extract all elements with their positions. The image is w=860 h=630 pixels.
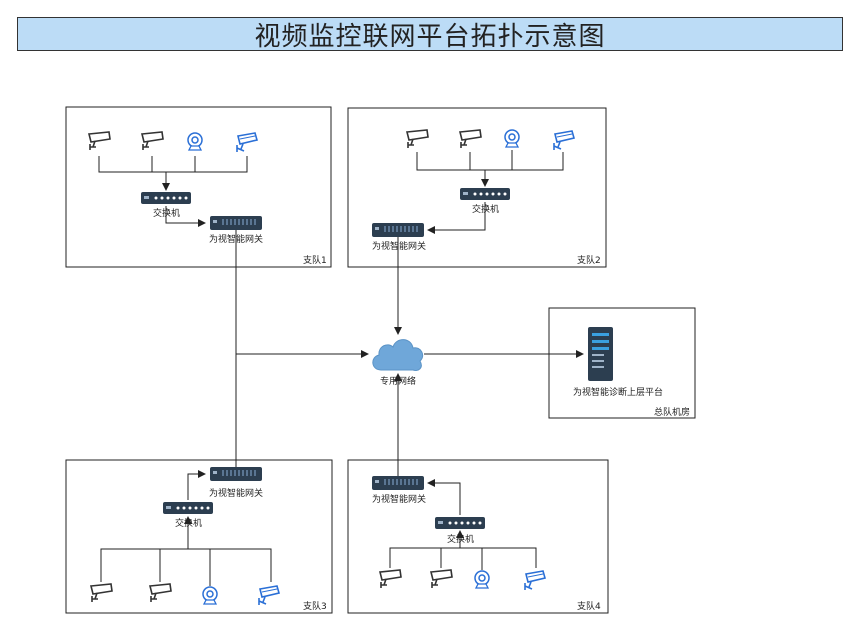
bullet-camera-icon [90,583,113,603]
gateway-icon [372,223,424,237]
backbone-links [235,230,584,476]
squad-4-box [347,459,609,614]
squad-2-box [347,107,607,268]
ptz-camera-icon [258,585,280,606]
gateway-label: 为视智能网关 [372,240,426,252]
webcam-icon [504,129,520,148]
squad-4-name: 支队4 [577,600,601,612]
bullet-camera-icon [459,129,482,149]
cloud-icon [372,339,424,371]
gateway-icon [372,476,424,490]
squad-1-devices: 交换机 为视智能网关 [88,131,263,245]
title-bar: 视频监控联网平台拓扑示意图 [17,17,843,52]
switch-label: 交换机 [472,203,499,215]
ptz-camera-icon [524,570,546,591]
ptz-camera-icon [236,132,258,153]
switch-icon [460,188,510,200]
bullet-camera-icon [430,569,453,589]
squad-4-devices: 交换机 为视智能网关 [372,476,546,591]
squad-1-name: 支队1 [303,254,327,266]
squad-1-box [65,106,332,268]
bullet-camera-icon [141,131,164,151]
gateway-label: 为视智能网关 [209,487,263,499]
switch-label: 交换机 [175,517,202,529]
gateway-icon [210,216,262,230]
squad-2-name: 支队2 [577,254,601,266]
webcam-icon [202,586,218,605]
ptz-camera-icon [553,130,575,151]
switch-label: 交换机 [153,207,180,219]
squad-3-devices: 交换机 为视智能网关 [90,467,280,606]
server-icon [588,327,613,381]
hq-name: 总队机房 [654,406,690,418]
server-label: 为视智能诊断上层平台 [573,386,663,398]
bullet-camera-icon [379,569,402,589]
bullet-camera-icon [88,131,111,151]
gateway-icon [210,467,262,481]
squad-2-devices: 交换机 为视智能网关 [372,129,575,252]
bullet-camera-icon [406,129,429,149]
webcam-icon [187,132,203,151]
switch-label: 交换机 [447,533,474,545]
gateway-label: 为视智能网关 [372,493,426,505]
switch-icon [163,502,213,514]
switch-icon [435,517,485,529]
page-title: 视频监控联网平台拓扑示意图 [254,21,606,52]
squad-3-box [65,459,333,614]
squad-3-name: 支队3 [303,600,327,612]
switch-icon [141,192,191,204]
webcam-icon [474,570,490,589]
bullet-camera-icon [149,583,172,603]
network-label: 专用网络 [380,375,416,387]
hq-box [548,307,696,419]
